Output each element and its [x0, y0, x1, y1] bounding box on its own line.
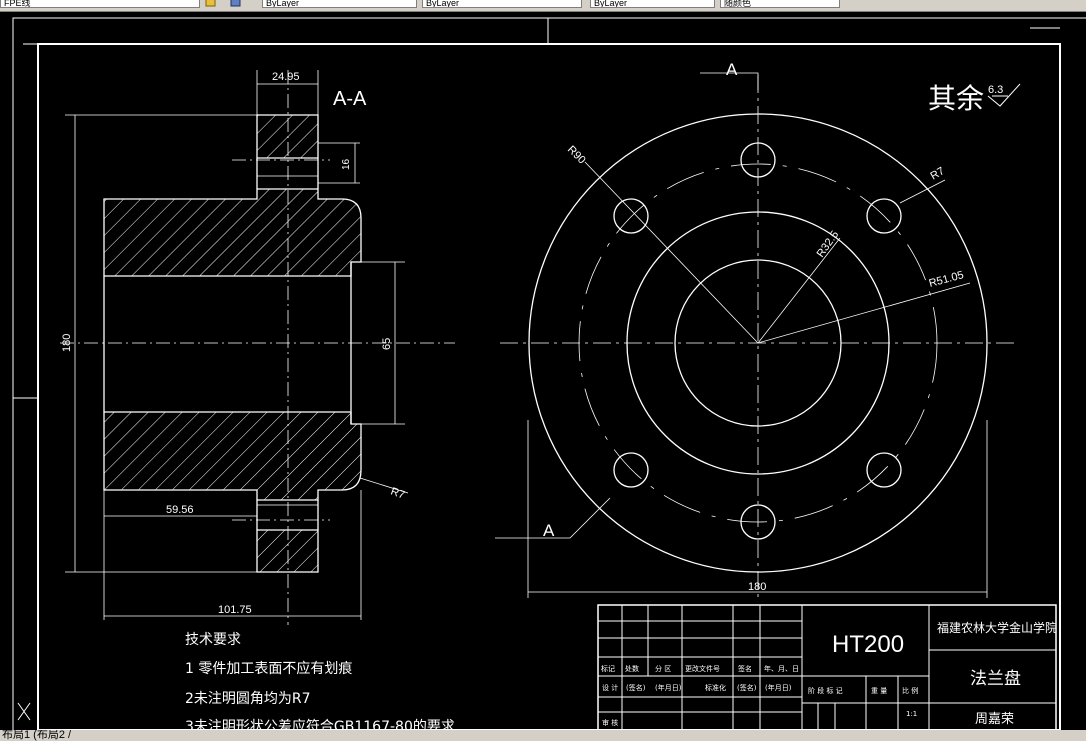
- notes-line-2: 2未注明圆角均为R7: [185, 691, 311, 707]
- plotstyle-dropdown[interactable]: 随颜色: [720, 0, 840, 8]
- material: HT200: [832, 631, 904, 658]
- dim-180-bottom: 180: [748, 581, 766, 593]
- cut-mark-top: A: [726, 60, 738, 79]
- linetype-dropdown[interactable]: ByLayer: [422, 0, 582, 8]
- part-name: 法兰盘: [970, 669, 1021, 689]
- dim-r7-left: R7: [389, 486, 406, 502]
- properties-toolbar: FPE线 ByLayer ByLayer ByLayer 随颜色: [0, 0, 1086, 12]
- layer-states-icon[interactable]: [230, 0, 242, 8]
- plotstyle-value: 随颜色: [724, 0, 752, 8]
- layer-value: FPE线: [4, 0, 31, 8]
- dim-r90: R90: [565, 144, 588, 167]
- dim-r51-05: R51.05: [928, 269, 965, 290]
- designer-name: 周嘉荣: [975, 712, 1014, 727]
- title-block-text: HT200 福建农林大学金山学院 法兰盘 周嘉荣 1:1 标记 处数 分 区 更…: [601, 620, 1057, 727]
- notes-line-1: 1 零件加工表面不应有划痕: [185, 660, 352, 677]
- color-dropdown[interactable]: ByLayer: [262, 0, 417, 8]
- row-sign-1: (签名): [626, 683, 646, 692]
- weight-label: 重 量: [871, 687, 887, 695]
- hdr-count: 处数: [625, 664, 639, 673]
- layer-previous-icon[interactable]: [205, 0, 217, 8]
- school-name: 福建农林大学金山学院: [937, 620, 1057, 635]
- row-design: 设 计: [602, 683, 618, 692]
- roughness-prefix: 其余: [928, 82, 984, 115]
- dim-r7-right: R7: [929, 165, 947, 182]
- section-dimensions: [65, 70, 409, 620]
- dim-59-56: 59.56: [166, 504, 194, 516]
- hdr-zone: 分 区: [655, 664, 671, 673]
- hdr-sign: 签名: [738, 664, 752, 673]
- scale-value: 1:1: [906, 710, 917, 718]
- dim-180-left: 180: [61, 334, 73, 352]
- color-value: ByLayer: [266, 0, 300, 8]
- hdr-date: 年、月、日: [764, 664, 799, 673]
- linetype-value: ByLayer: [426, 0, 460, 8]
- lineweight-value: ByLayer: [594, 0, 628, 8]
- row-date-2: (年月日): [765, 683, 792, 692]
- layout-tabs-bar: 布局1 (布局2 /: [0, 730, 1086, 741]
- section-view: [60, 70, 455, 625]
- ratio-label: 比 例: [902, 686, 918, 695]
- cut-mark-bottom: A: [543, 521, 555, 540]
- dim-24-95: 24.95: [272, 71, 300, 83]
- sheet-border: [12, 17, 1086, 734]
- hdr-mark: 标记: [601, 664, 615, 673]
- dim-16: 16: [341, 158, 352, 170]
- roughness-icon: [987, 83, 1021, 107]
- dim-65: 65: [381, 338, 393, 350]
- hdr-docno: 更改文件号: [685, 664, 720, 673]
- stage-label: 阶 段 标 记: [808, 686, 843, 695]
- row-review: 审 核: [602, 718, 618, 727]
- drawing-canvas[interactable]: 24.95 A-A 16 180 65 R7 59.56 101.75 A A …: [0, 12, 1086, 741]
- technical-notes: 技术要求 1 零件加工表面不应有划痕 2未注明圆角均为R7 3未注明形状公差应符…: [185, 632, 455, 735]
- roughness-value: 6.3: [988, 84, 1003, 96]
- ucs-icon: [17, 702, 31, 721]
- lineweight-dropdown[interactable]: ByLayer: [590, 0, 715, 8]
- notes-title: 技术要求: [185, 632, 241, 648]
- section-label: A-A: [333, 88, 367, 110]
- layer-dropdown[interactable]: FPE线: [0, 0, 200, 8]
- dim-r32-5: R32.5: [815, 229, 842, 260]
- row-date-1: (年月日): [655, 683, 682, 692]
- front-dimensions: [495, 72, 988, 598]
- row-std: 标准化: [705, 683, 726, 692]
- row-sign-2: (签名): [737, 683, 757, 692]
- dim-101-75: 101.75: [218, 604, 252, 616]
- layout-tabs[interactable]: 布局1 (布局2 /: [2, 730, 72, 741]
